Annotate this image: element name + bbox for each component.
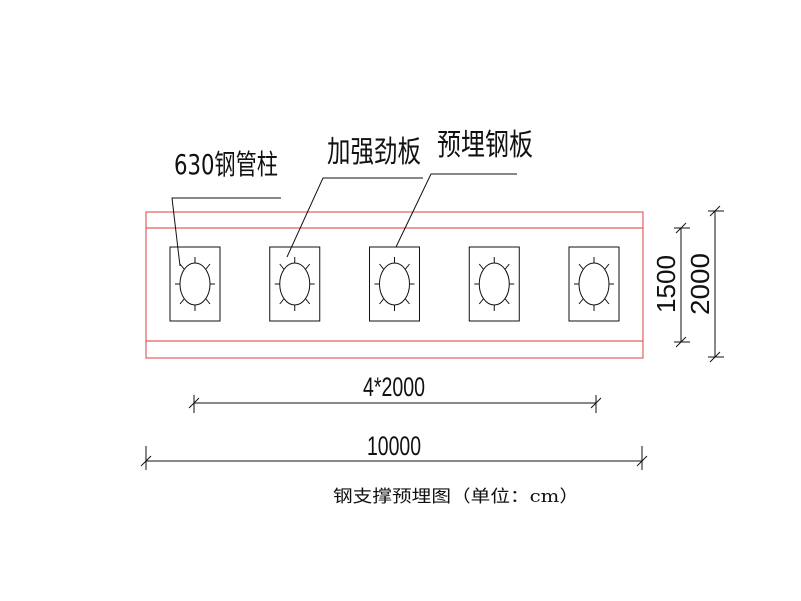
stiffener-rib — [379, 298, 384, 305]
spacing-label: 4*2000 — [363, 372, 425, 402]
stiffener-leader-line — [286, 177, 423, 258]
stiffener-rib — [405, 263, 410, 270]
stiffener-rib — [604, 263, 610, 270]
stiffener-rib — [379, 263, 384, 270]
stiffener-rib — [504, 263, 510, 270]
leader-lines — [171, 173, 517, 267]
outer-width-label: 2000 — [685, 253, 715, 315]
stiffener-label: 加强劲板 — [327, 135, 421, 170]
beam-outline — [145, 211, 644, 359]
stiffener-rib — [205, 263, 211, 270]
stiffener-rib — [504, 298, 510, 305]
beam-outer-rect — [145, 211, 644, 359]
steel-pipe — [379, 262, 410, 306]
steel-pipe — [179, 262, 211, 306]
steel-pipe — [578, 262, 610, 306]
stiffener-rib — [279, 298, 285, 305]
column-label: 630钢管柱 — [174, 148, 278, 181]
stiffener-rib — [405, 298, 410, 305]
stiffener-rib — [179, 263, 185, 270]
steel-column-1 — [169, 246, 221, 322]
stiffener-rib — [179, 298, 185, 305]
dimension-outer-width — [708, 205, 724, 363]
embedded-plate — [269, 246, 321, 322]
stiffener-rib — [305, 298, 311, 305]
steel-column-5 — [568, 246, 620, 322]
stiffener-rib — [205, 298, 211, 305]
column-group — [169, 246, 620, 322]
steel-column-3 — [369, 246, 420, 322]
column-leader-line — [171, 197, 281, 267]
stiffener-rib — [578, 263, 584, 270]
drawing-caption: 钢支撑预埋图（单位：cm） — [333, 487, 579, 507]
steel-pipe — [279, 262, 311, 306]
steel-column-4 — [468, 246, 520, 322]
stiffener-rib — [578, 298, 584, 305]
dimension-inner-width — [674, 222, 690, 348]
steel-column-2 — [269, 246, 321, 322]
dimension-total-length — [140, 446, 648, 470]
stiffener-rib — [478, 263, 484, 270]
embedded-plate — [568, 246, 620, 322]
embedded-plate — [369, 246, 420, 322]
embedded-plate-leader-line — [395, 173, 517, 248]
embedded-plate — [169, 246, 221, 322]
embedded-plate — [468, 246, 520, 322]
dimension-spacing — [188, 395, 602, 413]
stiffener-rib — [279, 263, 285, 270]
steel-pipe — [478, 262, 510, 306]
inner-width-label: 1500 — [651, 255, 681, 313]
total-length-label: 10000 — [367, 431, 421, 461]
stiffener-rib — [604, 298, 610, 305]
stiffener-rib — [305, 263, 311, 270]
stiffener-rib — [478, 298, 484, 305]
embedded-plate-label: 预埋钢板 — [437, 128, 533, 163]
